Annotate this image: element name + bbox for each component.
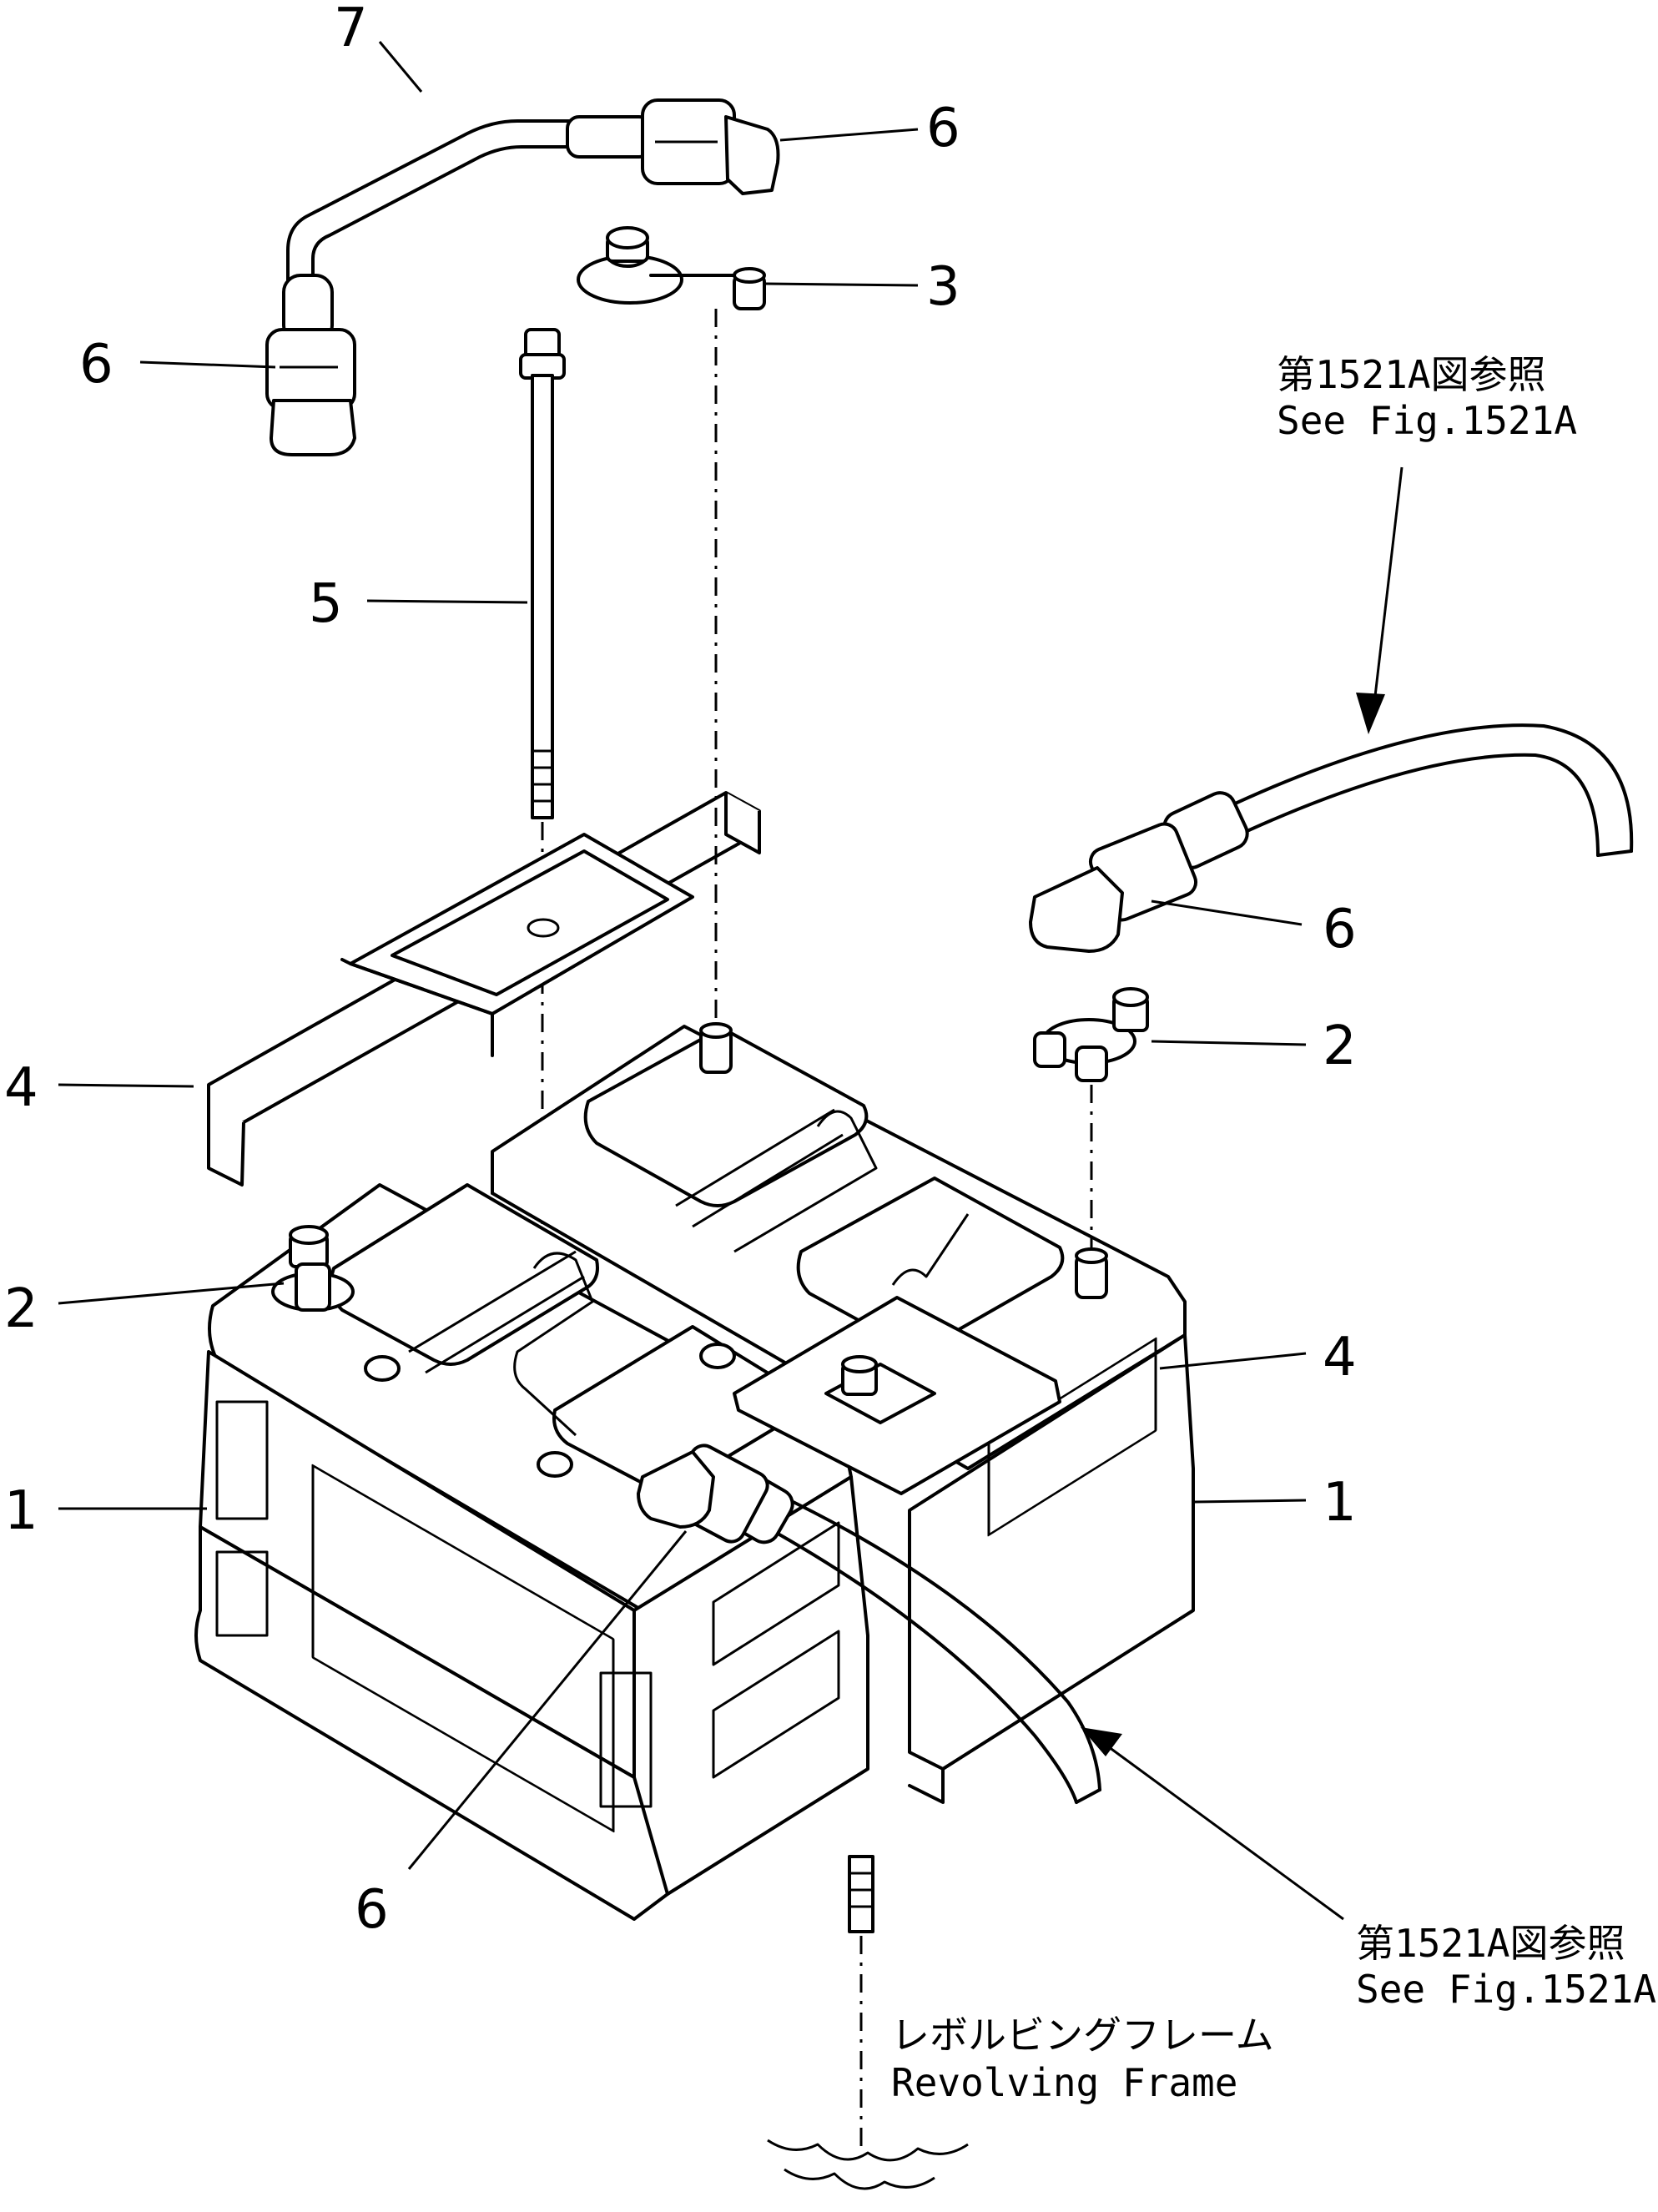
callout-part-6-right: 6 bbox=[1323, 899, 1357, 960]
callout-part-3: 3 bbox=[926, 256, 960, 318]
ref-top-right-jp: 第1521A図参照 bbox=[1277, 352, 1545, 397]
terminal-clamp-part-3 bbox=[577, 226, 766, 310]
arrowhead-top-ref bbox=[1356, 693, 1385, 734]
ref-frame-jp: レボルビングフレーム bbox=[891, 2013, 1274, 2058]
callout-part-7: 7 bbox=[334, 0, 368, 59]
leader-lines bbox=[58, 41, 1404, 1921]
callout-part-6-top: 6 bbox=[926, 98, 960, 159]
callout-part-6-left: 6 bbox=[79, 334, 113, 396]
callout-part-2-left: 2 bbox=[4, 1278, 38, 1340]
callout-part-1-left: 1 bbox=[4, 1480, 38, 1542]
connecting-cable-part-7 bbox=[286, 98, 780, 285]
hold-down-bracket-part-4 bbox=[207, 791, 761, 1187]
terminal-clamp-right-part-2 bbox=[1033, 987, 1149, 1247]
battery-front-part-1 bbox=[194, 1183, 869, 1921]
terminal-cover-left-part-6 bbox=[265, 274, 356, 456]
callout-part-4-top: 4 bbox=[4, 1057, 38, 1119]
ref-frame-en: Revolving Frame bbox=[891, 2060, 1237, 2105]
reference-notes: 第1521A図参照 See Fig.1521A 第1521A図参照 See Fi… bbox=[891, 352, 1656, 2105]
hold-down-bolt-part-5 bbox=[519, 328, 566, 1252]
hold-down-bracket-installed-part-4 bbox=[733, 1296, 1061, 1495]
ref-bottom-right-jp: 第1521A図参照 bbox=[1356, 1921, 1625, 1966]
callout-labels: 7 6 3 6 5 6 2 4 2 4 1 1 6 bbox=[4, 0, 1357, 1941]
callout-part-2-right: 2 bbox=[1323, 1015, 1357, 1077]
positive-cable-right-part-6 bbox=[1029, 723, 1634, 953]
callout-part-1-right: 1 bbox=[1323, 1472, 1357, 1534]
callout-part-4-lower: 4 bbox=[1323, 1327, 1357, 1388]
ref-bottom-right-en: See Fig.1521A bbox=[1356, 1967, 1656, 2012]
callout-part-6-bottom: 6 bbox=[355, 1879, 389, 1941]
arrowhead-bottom-ref bbox=[1081, 1727, 1122, 1756]
revolving-frame-stud bbox=[767, 1855, 969, 2190]
ref-top-right-en: See Fig.1521A bbox=[1277, 398, 1577, 443]
callout-part-5: 5 bbox=[309, 573, 343, 635]
positive-cable-front-part-6 bbox=[637, 1444, 1101, 1804]
